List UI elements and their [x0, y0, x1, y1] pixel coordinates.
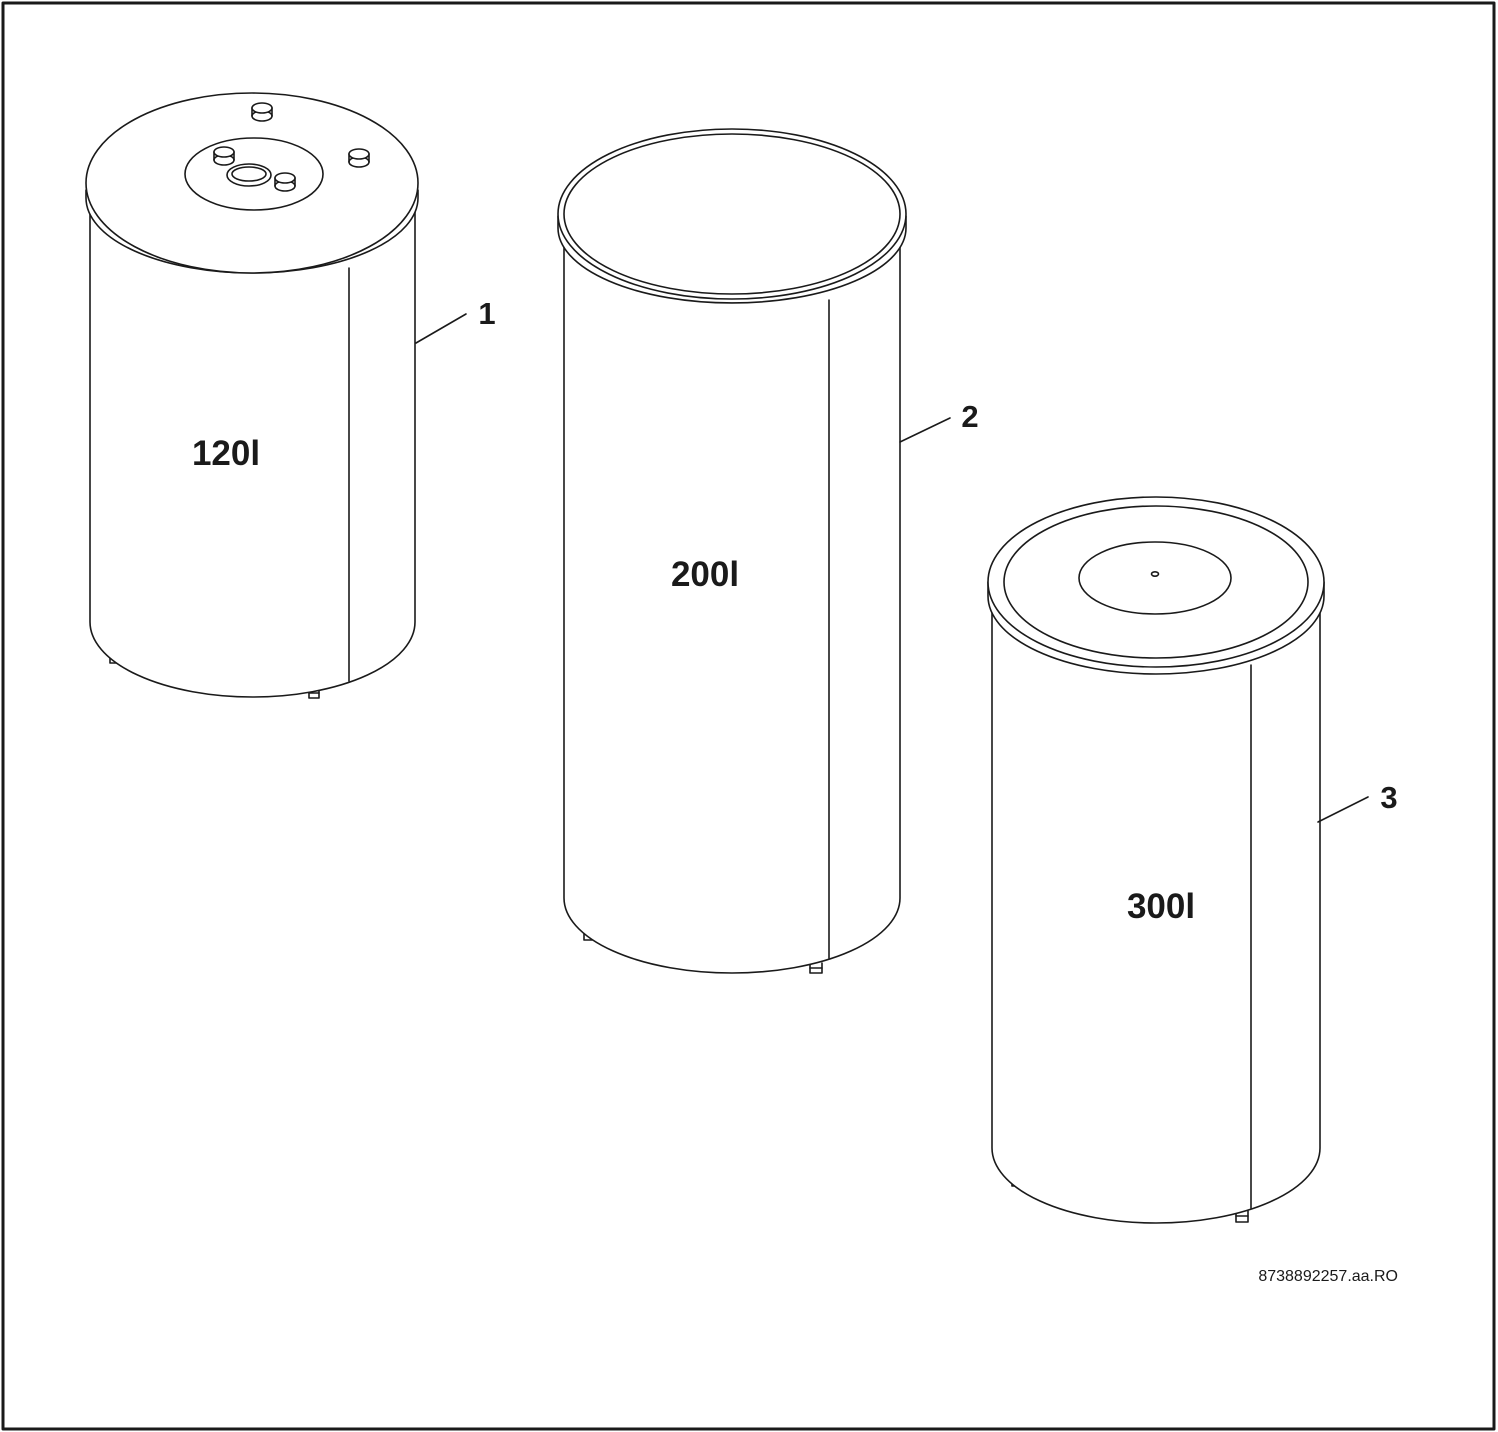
tank-120l	[85, 92, 467, 699]
connection-stub	[251, 102, 273, 122]
tank-volume-label: 120l	[192, 434, 260, 473]
callout-leader-1	[415, 313, 467, 344]
connection-stub	[348, 148, 370, 168]
tank-lid-top	[557, 128, 907, 300]
tank-body	[563, 244, 901, 974]
tank-foot	[809, 962, 823, 974]
callout-number: 2	[961, 399, 978, 434]
tank-lid-center-hole	[1150, 570, 1160, 577]
callout-number: 3	[1380, 780, 1397, 815]
tank-volume-label: 300l	[1127, 887, 1195, 926]
callout-leader-3	[1317, 796, 1369, 823]
tank-lid-inner-ring	[1003, 505, 1309, 659]
tank-200l	[557, 128, 951, 974]
tank-lid-inner-ring	[563, 133, 901, 295]
tank-volume-label: 200l	[671, 555, 739, 594]
connection-stub	[213, 146, 235, 166]
tank-300l	[987, 496, 1369, 1224]
tank-foot	[1235, 1210, 1249, 1223]
flange-opening	[226, 163, 272, 187]
tank-lid-cover	[1078, 541, 1232, 615]
tank-lid-top	[85, 92, 419, 274]
callout-number: 1	[478, 296, 495, 331]
flange-opening-inner	[231, 166, 267, 182]
tank-lid-top	[987, 496, 1325, 668]
callout-leader-2	[899, 417, 951, 443]
connection-stub	[274, 172, 296, 192]
drawing-code: 8738892257.aa.RO	[1258, 1268, 1398, 1285]
flange-plate	[184, 137, 324, 211]
tank-body	[991, 604, 1321, 1224]
tank-body	[89, 211, 416, 698]
